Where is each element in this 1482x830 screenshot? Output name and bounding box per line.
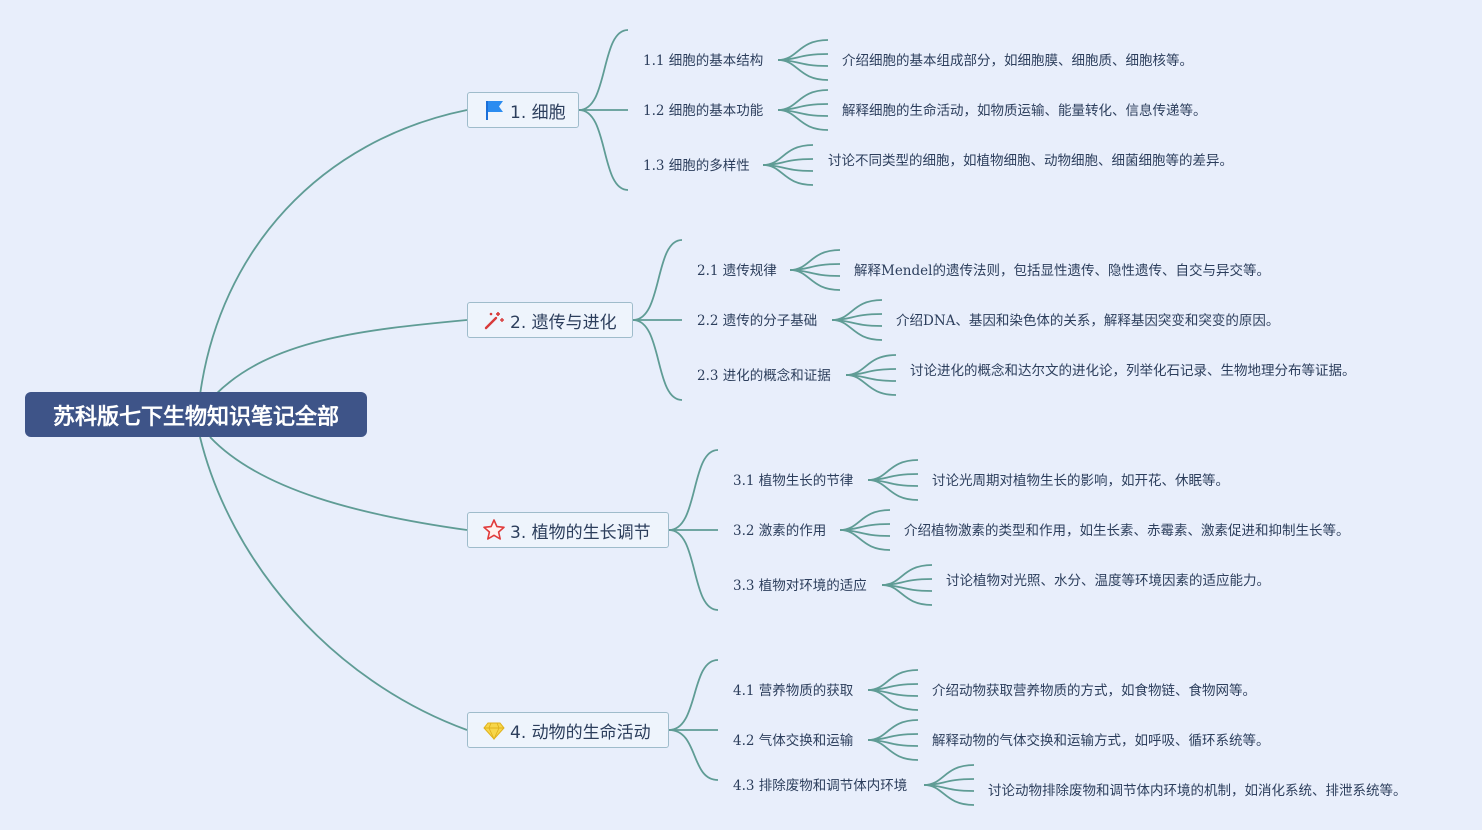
central-topic[interactable]: 苏科版七下生物知识笔记全部: [25, 392, 367, 437]
connector-detail-fan-9-4: [881, 584, 933, 606]
branch-label: 1. 细胞: [510, 102, 566, 123]
subtopic-4-2[interactable]: 4.2 气体交换和运输: [733, 733, 854, 749]
branch-topic-plant-growth[interactable]: 3. 植物的生长调节: [467, 512, 669, 548]
connector-branch-2-sub-3: [632, 319, 683, 401]
detail-2-3[interactable]: 讨论进化的概念和达尔文的进化论，列举化石记录、生物地理分布等证据。: [910, 363, 1356, 379]
connector-branch-3-sub-1: [668, 449, 719, 531]
branch-topic-cell[interactable]: 1. 细胞: [467, 92, 579, 128]
detail-4-3[interactable]: 讨论动物排除废物和调节体内环境的机制，如消化系统、排泄系统等。: [988, 783, 1407, 799]
connector-detail-fan-10-2: [867, 683, 919, 691]
connector-branch-2-sub-1: [632, 239, 683, 321]
connector-detail-fan-1-2: [777, 53, 829, 61]
branch-label: 4. 动物的生命活动: [510, 722, 651, 743]
connector-central-branch-2: [214, 319, 468, 396]
connector-detail-fan-2-2: [777, 103, 829, 111]
connector-detail-fan-7-4: [867, 479, 919, 501]
branch-label: 3. 植物的生长调节: [510, 522, 651, 543]
gem-icon: [482, 719, 506, 741]
connector-detail-fan-8-4: [839, 529, 891, 551]
subtopic-1-2[interactable]: 1.2 细胞的基本功能: [643, 103, 764, 119]
subtopic-4-1[interactable]: 4.1 营养物质的获取: [733, 683, 854, 699]
subtopic-1-1[interactable]: 1.1 细胞的基本结构: [643, 53, 764, 69]
connector-detail-fan-10-4: [867, 689, 919, 711]
magic-wand-icon: [482, 309, 506, 331]
detail-1-1[interactable]: 介绍细胞的基本组成部分，如细胞膜、细胞质、细胞核等。: [842, 53, 1193, 69]
detail-1-2[interactable]: 解释细胞的生命活动，如物质运输、能量转化、信息传递等。: [842, 103, 1207, 119]
connector-branch-4-sub-1: [668, 659, 719, 731]
star-icon: [482, 519, 506, 541]
connector-branch-1-sub-1: [578, 29, 629, 111]
connector-detail-fan-4-2: [789, 263, 841, 271]
connector-branch-4-sub-3: [668, 729, 719, 781]
detail-3-1[interactable]: 讨论光周期对植物生长的影响，如开花、休眠等。: [932, 473, 1229, 489]
connector-detail-fan-3-2: [762, 158, 814, 166]
connector-central-branch-3: [209, 436, 468, 531]
blue-flag-icon: [482, 99, 506, 121]
connector-detail-fan-8-2: [839, 523, 891, 531]
detail-1-3[interactable]: 讨论不同类型的细胞，如植物细胞、动物细胞、细菌细胞等的差异。: [828, 153, 1233, 169]
connector-branch-3-sub-3: [668, 529, 719, 611]
connector-detail-fan-1-4: [777, 59, 829, 81]
subtopic-2-2[interactable]: 2.2 遗传的分子基础: [697, 313, 818, 329]
subtopic-3-2[interactable]: 3.2 激素的作用: [733, 523, 827, 539]
connector-detail-fan-12-2: [923, 778, 975, 786]
subtopic-3-1[interactable]: 3.1 植物生长的节律: [733, 473, 854, 489]
connector-detail-fan-12-4: [923, 784, 975, 806]
detail-4-2[interactable]: 解释动物的气体交换和运输方式，如呼吸、循环系统等。: [932, 733, 1270, 749]
connector-detail-fan-5-2: [831, 313, 883, 321]
branch-topic-animal-life[interactable]: 4. 动物的生命活动: [467, 712, 669, 748]
connector-detail-fan-11-4: [867, 739, 919, 761]
connector-detail-fan-11-2: [867, 733, 919, 741]
connector-detail-fan-4-4: [789, 269, 841, 291]
connector-detail-fan-6-2: [845, 368, 897, 376]
detail-3-2[interactable]: 介绍植物激素的类型和作用，如生长素、赤霉素、激素促进和抑制生长等。: [904, 523, 1350, 539]
connector-detail-fan-9-2: [881, 578, 933, 586]
connector-detail-fan-5-4: [831, 319, 883, 341]
detail-4-1[interactable]: 介绍动物获取营养物质的方式，如食物链、食物网等。: [932, 683, 1256, 699]
subtopic-4-3[interactable]: 4.3 排除废物和调节体内环境: [733, 778, 908, 794]
detail-3-3[interactable]: 讨论植物对光照、水分、温度等环境因素的适应能力。: [946, 573, 1270, 589]
connector-branch-1-sub-3: [578, 109, 629, 191]
branch-topic-heredity[interactable]: 2. 遗传与进化: [467, 302, 633, 338]
subtopic-2-3[interactable]: 2.3 进化的概念和证据: [697, 368, 831, 384]
subtopic-3-3[interactable]: 3.3 植物对环境的适应: [733, 578, 867, 594]
detail-2-2[interactable]: 介绍DNA、基因和染色体的关系，解释基因突变和突变的原因。: [896, 313, 1280, 329]
branch-label: 2. 遗传与进化: [510, 312, 617, 333]
subtopic-2-1[interactable]: 2.1 遗传规律: [697, 263, 777, 279]
connector-central-branch-1: [199, 109, 468, 396]
connector-detail-fan-3-4: [762, 164, 814, 186]
connector-detail-fan-2-4: [777, 109, 829, 131]
connector-central-branch-4: [199, 436, 468, 731]
detail-2-1[interactable]: 解释Mendel的遗传法则，包括显性遗传、隐性遗传、自交与异交等。: [854, 263, 1270, 279]
subtopic-1-3[interactable]: 1.3 细胞的多样性: [643, 158, 750, 174]
connector-detail-fan-7-2: [867, 473, 919, 481]
connector-detail-fan-6-4: [845, 374, 897, 396]
